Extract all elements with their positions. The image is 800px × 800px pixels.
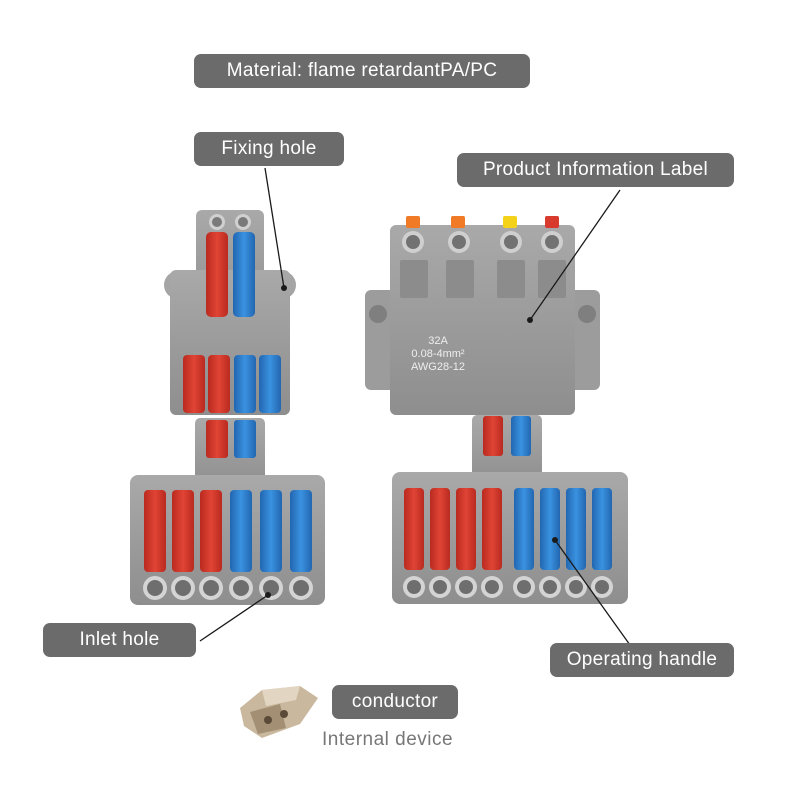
inlet-hole-tag: Inlet hole [43, 623, 196, 657]
conductor-part [240, 686, 318, 738]
connector-top-left [164, 210, 296, 415]
connector-top-right: 32A 0.08-4mm² AWG28-12 [365, 216, 600, 415]
operating-handle-tag: Operating handle [550, 643, 734, 677]
label-range: 0.08-4mm² [411, 348, 465, 360]
product-label-tag: Product Information Label [457, 153, 734, 187]
conductor-tag: conductor [332, 685, 458, 719]
connector-bottom-left [130, 418, 325, 605]
leader-dots [265, 285, 558, 598]
internal-device-caption: Internal device [322, 729, 454, 750]
label-current: 32A [428, 335, 448, 347]
label-awg: AWG28-12 [411, 361, 465, 373]
material-tag: Material: flame retardantPA/PC [194, 54, 530, 88]
leader-lines [199, 167, 631, 646]
fixing-hole-tag: Fixing hole [194, 132, 344, 166]
connector-bottom-right [392, 415, 628, 604]
